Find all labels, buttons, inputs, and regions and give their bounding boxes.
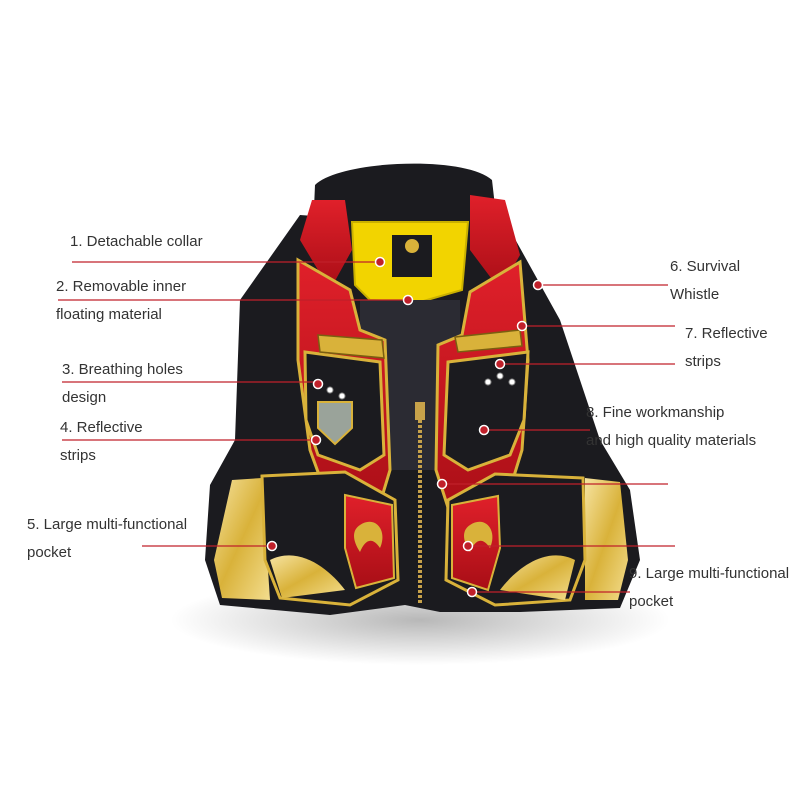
right-pocket-red-insert [451,494,502,592]
callout-dot-1 [374,256,386,268]
callout-3-line-1: 3. Breathing holes [62,361,183,378]
left-pocket-red-insert [344,493,396,590]
callout-3-line-2: design [62,389,107,406]
callout-dot-7 [516,320,528,332]
callout-4-line-2: strips [60,447,96,464]
callout-6-line-2: Whistle [670,286,720,303]
callout-1-line-1: 1. Detachable collar [70,233,203,250]
callout-label-8: 8. Fine workmanship and high quality mat… [586,399,756,455]
callout-label-5: 5. Large multi-functional pocket [27,511,187,567]
callout-dot-4 [310,434,322,446]
callout-dots [266,256,544,598]
callout-label-2: 2. Removable inner floating material [56,273,186,329]
right-chest-pocket [442,350,530,472]
callout-dot-2 [402,294,414,306]
left-pocket-gold-flame [354,521,383,552]
callout-label-1: 1. Detachable collar [70,228,203,256]
callout-dot-5 [266,540,278,552]
callout-8-line-2: and high quality materials [586,432,757,449]
left-chest-shield-badge [317,401,353,446]
callout-6-line-1: 6. Survival [670,258,741,275]
callout-4-line-1: 4. Reflective [60,419,143,436]
callout-dot-8 [478,424,490,436]
callout-label-4: 4. Reflective strips [60,414,143,470]
callout-2-line-2: floating material [56,306,162,323]
right-side-panel [585,478,628,600]
callout-dot-3 [312,378,324,390]
callout-label-7: 7. Reflective strips [685,320,768,376]
callout-label-3: 3. Breathing holes design [62,356,183,412]
callout-dot-9a [462,540,474,552]
zipper-pull [415,402,425,420]
callout-9-line-2: pocket [629,593,674,610]
callout-7-line-2: strips [685,353,721,370]
callout-5-line-2: pocket [27,544,72,561]
left-side-panel [214,478,270,600]
callout-label-9: 9. Large multi-functional pocket [629,560,789,616]
leader-lines [58,261,675,593]
callout-label-6: 6. Survival Whistle [670,253,740,309]
right-shoulder-badge [454,329,523,353]
callout-8-line-1: 8. Fine workmanship [586,404,725,421]
callout-5-line-1: 5. Large multi-functional [27,516,188,533]
collar-red-band-right [470,195,520,290]
callout-dot-6 [532,279,544,291]
callout-dot-9 [466,586,478,598]
callout-7-line-1: 7. Reflective [685,325,768,342]
collar-red-band-left [300,200,352,290]
callout-9-line-1: 9. Large multi-functional [629,565,790,582]
callout-dot-8b [436,478,448,490]
callout-2-line-1: 2. Removable inner [56,278,187,295]
tag-logo [405,239,419,253]
right-pocket-gold-wave [500,555,575,600]
left-pocket-gold-wave [270,555,345,598]
callout-dot-7b [494,358,506,370]
left-shoulder-badge [317,334,385,359]
